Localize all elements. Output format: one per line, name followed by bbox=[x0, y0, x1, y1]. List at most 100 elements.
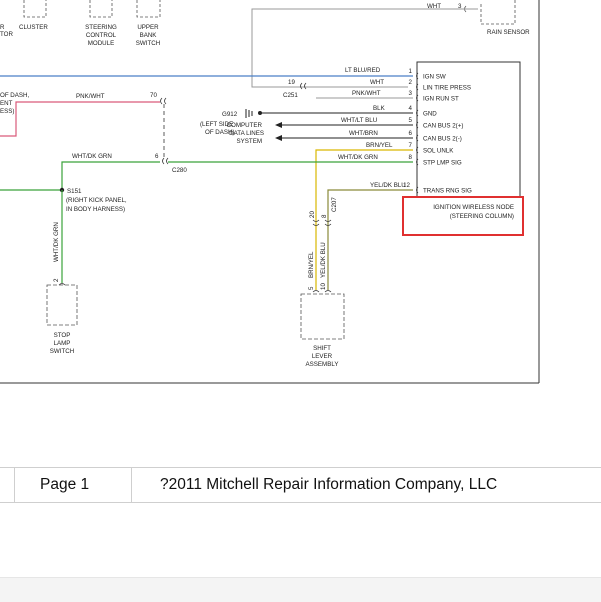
svg-text:RAIN SENSOR: RAIN SENSOR bbox=[487, 29, 530, 36]
svg-text:3: 3 bbox=[458, 3, 462, 10]
svg-text:LAMP: LAMP bbox=[54, 340, 71, 347]
module-pin-number: 7 bbox=[409, 142, 413, 149]
module-pin-terminal bbox=[416, 109, 419, 117]
label-wht-brn: WHT/BRN bbox=[349, 130, 378, 137]
label-wht: WHT bbox=[370, 79, 384, 86]
svg-text:CLUSTER: CLUSTER bbox=[19, 24, 48, 31]
label-c251: C251 bbox=[283, 92, 298, 99]
module-pin-number: 5 bbox=[409, 117, 413, 124]
label-stop-pin: 2 bbox=[53, 278, 60, 282]
bottom-bar bbox=[0, 577, 601, 602]
wire-brn-yel bbox=[315, 149, 413, 290]
label-wht-dk-grn: WHT/DK GRN bbox=[338, 154, 378, 161]
label-c207-pin20: 20 bbox=[309, 211, 316, 218]
rain-sensor: RAIN SENSOR WHT 3 bbox=[427, 0, 530, 36]
module-pin-number: 1 bbox=[409, 68, 413, 75]
stop-lamp-switch: STOP LAMP SWITCH bbox=[46, 284, 78, 355]
label-s151-loc1: (RIGHT KICK PANEL, bbox=[66, 197, 127, 204]
svg-text:UPPER: UPPER bbox=[137, 24, 159, 31]
label-pnk-wht-left: PNK/WHT bbox=[76, 93, 105, 100]
label-s151: S151 bbox=[67, 188, 82, 195]
svg-text:SWITCH: SWITCH bbox=[136, 40, 160, 47]
module-pin-terminal bbox=[416, 94, 419, 102]
module-pin-name: TRANS RNG SIG bbox=[423, 188, 472, 195]
module-pin-name: IGN SW bbox=[423, 74, 446, 81]
ground-g912: G912 (LEFT SIDE OF DASH) bbox=[200, 109, 262, 136]
label-c251-pin: 19 bbox=[288, 79, 295, 86]
module-pin-terminal bbox=[416, 186, 419, 194]
label-pin12: 12 bbox=[403, 182, 410, 189]
steering-control-module: STEERING CONTROL MODULE bbox=[85, 0, 117, 47]
svg-text:SYSTEM: SYSTEM bbox=[237, 138, 262, 145]
label-yel-dk-blu: YEL/DK BLU bbox=[370, 182, 406, 189]
svg-text:OF DASH): OF DASH) bbox=[205, 129, 235, 136]
left-note-2: ENT bbox=[0, 100, 13, 107]
wire-pnk-wht-left bbox=[0, 101, 160, 137]
module-pin-name: CAN BUS 2(+) bbox=[423, 123, 463, 130]
left-note-3: ESS) bbox=[0, 108, 14, 115]
wire-wht-rain-sensor bbox=[251, 8, 478, 88]
highlight-box bbox=[402, 196, 524, 236]
label-lt-blu-red: LT BLU/RED bbox=[345, 67, 381, 74]
svg-text:CONTROL: CONTROL bbox=[86, 32, 117, 39]
copyright-text: ?2011 Mitchell Repair Information Compan… bbox=[160, 476, 498, 493]
label-yel-dk-blu-vertical: YEL/DK BLU bbox=[320, 242, 327, 278]
label-brn-yel-vertical: BRN/YEL bbox=[308, 251, 315, 278]
label-shift-pin10: 10 bbox=[320, 283, 327, 290]
module-pin-terminal bbox=[416, 134, 419, 142]
module-pin-name: IGN RUN ST bbox=[423, 96, 459, 103]
label-pin6: 6 bbox=[155, 153, 159, 160]
svg-text:LEVER: LEVER bbox=[312, 353, 333, 360]
cluster-component: R TOR CLUSTER bbox=[0, 0, 48, 38]
svg-text:SWITCH: SWITCH bbox=[50, 348, 74, 355]
shift-lever-assembly: SHIFT LEVER ASSEMBLY bbox=[300, 293, 345, 368]
label-c280: C280 bbox=[172, 167, 187, 174]
wire-yel-dk-blu bbox=[327, 189, 413, 290]
label-c207-pin8: 8 bbox=[321, 214, 328, 218]
svg-text:G912: G912 bbox=[222, 111, 238, 118]
module-pin-number: 2 bbox=[409, 79, 413, 86]
page-footer: Page 1 ?2011 Mitchell Repair Information… bbox=[0, 467, 601, 503]
svg-text:TOR: TOR bbox=[0, 31, 13, 38]
label-pin70: 70 bbox=[150, 92, 157, 99]
left-note-1: OF DASH, bbox=[0, 92, 30, 99]
wire-wht-dk-grn-left bbox=[0, 161, 160, 191]
module-pin-terminal bbox=[416, 121, 419, 129]
svg-text:(LEFT SIDE: (LEFT SIDE bbox=[200, 121, 233, 128]
computer-data-lines-system: COMPUTER DATA LINES SYSTEM bbox=[227, 122, 264, 145]
page-number: Page 1 bbox=[40, 476, 90, 493]
svg-text:STOP: STOP bbox=[54, 332, 71, 339]
svg-text:R: R bbox=[0, 24, 5, 31]
label-wht-lt-blu: WHT/LT BLU bbox=[341, 117, 377, 124]
svg-text:COMPUTER: COMPUTER bbox=[227, 122, 263, 129]
label-pnk-wht: PNK/WHT bbox=[352, 90, 381, 97]
svg-text:WHT: WHT bbox=[427, 3, 441, 10]
module-pin-terminal bbox=[416, 158, 419, 166]
upper-bank-switch: UPPER BANK SWITCH bbox=[136, 0, 161, 47]
module-pin-number: 3 bbox=[409, 90, 413, 97]
label-blk: BLK bbox=[373, 105, 386, 112]
module-pin-name: CAN BUS 2(-) bbox=[423, 136, 462, 143]
svg-text:BANK: BANK bbox=[140, 32, 158, 39]
module-title-1: IGNITION WIRELESS NODE bbox=[433, 204, 514, 211]
label-wht-dk-grn-left: WHT/DK GRN bbox=[72, 153, 112, 160]
module-pin-terminal bbox=[416, 83, 419, 91]
label-c207: C207 bbox=[331, 197, 338, 212]
module-pin-number: 4 bbox=[409, 105, 413, 112]
svg-text:MODULE: MODULE bbox=[88, 40, 114, 47]
module-pin-name: STP LMP SIG bbox=[423, 160, 462, 167]
svg-text:DATA LINES: DATA LINES bbox=[229, 130, 264, 137]
label-shift-pin5: 5 bbox=[308, 286, 315, 290]
label-brn-yel: BRN/YEL bbox=[366, 142, 393, 149]
module-pin-terminal bbox=[416, 72, 419, 80]
label-s151-loc2: IN BODY HARNESS) bbox=[66, 206, 125, 213]
module-pin-number: 6 bbox=[409, 130, 413, 137]
svg-text:ASSEMBLY: ASSEMBLY bbox=[306, 361, 339, 368]
module-pin-name: LIN TIRE PRESS bbox=[423, 85, 471, 92]
module-pin-name: GND bbox=[423, 111, 437, 118]
module-title-2: (STEERING COLUMN) bbox=[450, 213, 514, 220]
module-pin-name: SOL UNLK bbox=[423, 148, 454, 155]
label-wht-dk-grn-vertical: WHT/DK GRN bbox=[53, 222, 60, 262]
